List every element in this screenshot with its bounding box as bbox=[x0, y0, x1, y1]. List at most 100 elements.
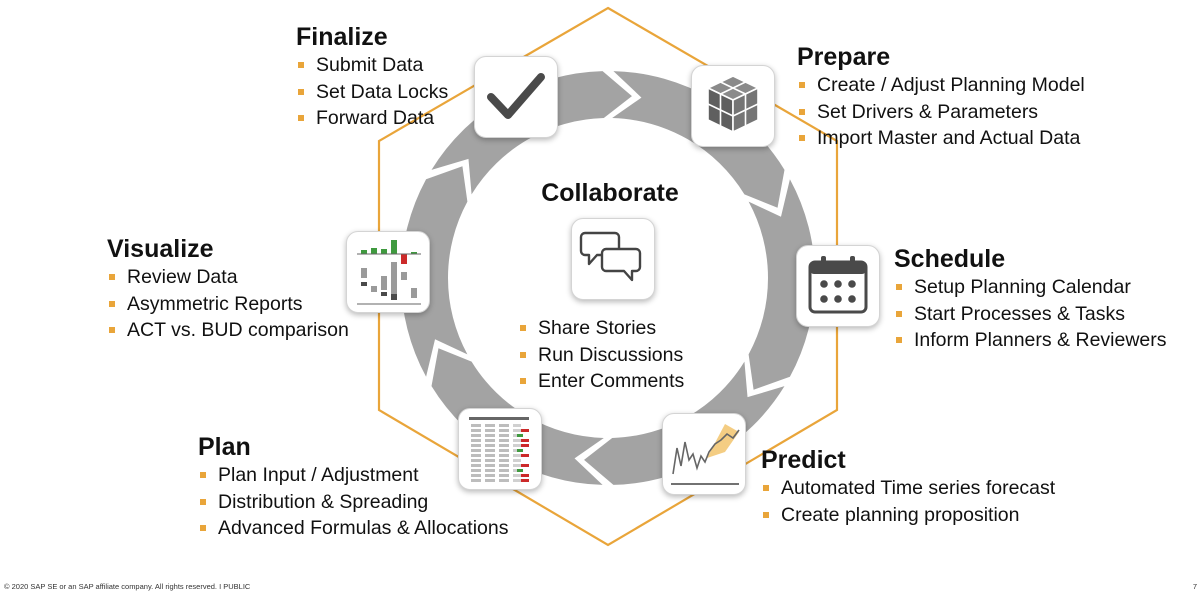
spreadsheet-cell bbox=[485, 444, 495, 447]
hexagon-outline bbox=[377, 6, 839, 547]
forecast-chart-icon bbox=[671, 424, 740, 485]
bullet bbox=[298, 62, 304, 68]
bullet bbox=[896, 310, 902, 317]
spreadsheet-cell bbox=[469, 417, 529, 420]
spreadsheet-cell bbox=[521, 479, 529, 482]
spreadsheet-cell bbox=[513, 439, 521, 442]
spreadsheet-cell bbox=[499, 459, 509, 462]
bullet bbox=[799, 135, 805, 141]
schedule-item: Setup Planning Calendar bbox=[894, 274, 1167, 301]
checkmark-icon bbox=[487, 73, 545, 119]
collaborate-list: Share Stories Run Discussions Enter Comm… bbox=[518, 315, 684, 395]
collaborate-icon-card[interactable] bbox=[571, 218, 655, 300]
bullet bbox=[298, 88, 304, 95]
bullet bbox=[200, 498, 206, 505]
plan-icon-card[interactable] bbox=[458, 408, 542, 490]
spreadsheet-cell bbox=[485, 454, 495, 457]
bullet bbox=[763, 485, 769, 491]
plan-section: Plan Plan Input / Adjustment Distributio… bbox=[198, 432, 508, 542]
bullet bbox=[298, 115, 304, 121]
spreadsheet-cell bbox=[521, 439, 529, 442]
spreadsheet-cell bbox=[471, 449, 481, 452]
spreadsheet-cell bbox=[471, 479, 481, 482]
visualize-item: Asymmetric Reports bbox=[107, 291, 349, 318]
schedule-title: Schedule bbox=[894, 245, 1006, 273]
spreadsheet-cell bbox=[471, 474, 481, 477]
finalize-section: Finalize Submit Data Set Data Locks Forw… bbox=[296, 22, 448, 132]
spreadsheet-cell bbox=[485, 424, 495, 427]
predict-item: Automated Time series forecast bbox=[761, 475, 1055, 502]
spreadsheet-cell bbox=[499, 464, 509, 467]
prepare-item: Create / Adjust Planning Model bbox=[797, 72, 1085, 99]
spreadsheet-cell bbox=[485, 439, 495, 442]
visualize-item: ACT vs. BUD comparison bbox=[107, 317, 349, 344]
spreadsheet-cell bbox=[521, 454, 529, 457]
visualize-icon-card[interactable] bbox=[346, 231, 430, 313]
plan-item: Plan Input / Adjustment bbox=[198, 462, 508, 489]
collaborate-item: Share Stories bbox=[518, 315, 684, 342]
schedule-icon-card[interactable] bbox=[796, 245, 880, 327]
bullet bbox=[896, 337, 902, 343]
schedule-item: Inform Planners & Reviewers bbox=[894, 327, 1167, 354]
spreadsheet-cell bbox=[485, 479, 495, 482]
schedule-item: Start Processes & Tasks bbox=[894, 301, 1167, 328]
cube-icon bbox=[707, 75, 759, 133]
prepare-item: Import Master and Actual Data bbox=[797, 125, 1085, 152]
spreadsheet-cell bbox=[513, 424, 521, 427]
spreadsheet-cell bbox=[471, 444, 481, 447]
spreadsheet-cell bbox=[485, 469, 495, 472]
spreadsheet-cell bbox=[499, 479, 509, 482]
spreadsheet-cell bbox=[485, 429, 495, 432]
spreadsheet-cell bbox=[485, 434, 495, 437]
predict-item: Create planning proposition bbox=[761, 502, 1055, 529]
spreadsheet-cell bbox=[499, 474, 509, 477]
spreadsheet-cell bbox=[517, 449, 523, 452]
bullet bbox=[200, 525, 206, 531]
spreadsheet-cell bbox=[499, 424, 509, 427]
spreadsheet-cell bbox=[513, 429, 521, 432]
spreadsheet-cell bbox=[499, 449, 509, 452]
predict-icon-card[interactable] bbox=[662, 413, 746, 495]
prepare-section: Prepare Create / Adjust Planning Model S… bbox=[797, 42, 1085, 152]
spreadsheet-cell bbox=[499, 469, 509, 472]
bullet bbox=[799, 108, 805, 115]
spreadsheet-cell bbox=[513, 459, 521, 462]
plan-item: Advanced Formulas & Allocations bbox=[198, 515, 508, 542]
collaborate-item: Run Discussions bbox=[518, 342, 684, 369]
prepare-title: Prepare bbox=[797, 43, 891, 71]
spreadsheet-cell bbox=[485, 474, 495, 477]
bullet bbox=[799, 82, 805, 88]
spreadsheet-cell bbox=[513, 479, 521, 482]
spreadsheet-cell bbox=[471, 434, 481, 437]
spreadsheet-cell bbox=[499, 434, 509, 437]
bullet bbox=[109, 274, 115, 280]
finalize-item: Set Data Locks bbox=[296, 79, 448, 106]
spreadsheet-cell bbox=[499, 444, 509, 447]
finalize-title: Finalize bbox=[296, 23, 388, 51]
bullet bbox=[763, 511, 769, 518]
prepare-item: Set Drivers & Parameters bbox=[797, 99, 1085, 126]
bullet bbox=[109, 327, 115, 333]
spreadsheet-cell bbox=[471, 424, 481, 427]
spreadsheet-cell bbox=[485, 449, 495, 452]
bullet bbox=[520, 351, 526, 358]
visualize-section: Visualize Review Data Asymmetric Reports… bbox=[107, 234, 349, 344]
collaborate-title: Collaborate bbox=[541, 179, 679, 207]
spreadsheet-cell bbox=[499, 439, 509, 442]
spreadsheet-cell bbox=[517, 469, 523, 472]
calendar-icon bbox=[808, 256, 868, 314]
finalize-item: Forward Data bbox=[296, 105, 448, 132]
cycle-arrow-segment bbox=[748, 179, 815, 390]
predict-title: Predict bbox=[761, 446, 846, 474]
spreadsheet-cell bbox=[521, 429, 529, 432]
collaborate-item: Enter Comments bbox=[518, 368, 684, 395]
prepare-icon-card[interactable] bbox=[691, 65, 775, 147]
chat-bubbles-icon bbox=[579, 231, 642, 282]
schedule-section: Schedule Setup Planning Calendar Start P… bbox=[894, 244, 1167, 354]
bullet bbox=[896, 284, 902, 290]
footer-copyright: © 2020 SAP SE or an SAP affiliate compan… bbox=[4, 582, 251, 591]
finalize-icon-card[interactable] bbox=[474, 56, 558, 138]
spreadsheet-cell bbox=[471, 429, 481, 432]
predict-section: Predict Automated Time series forecast C… bbox=[761, 445, 1055, 528]
spreadsheet-cell bbox=[513, 444, 521, 447]
